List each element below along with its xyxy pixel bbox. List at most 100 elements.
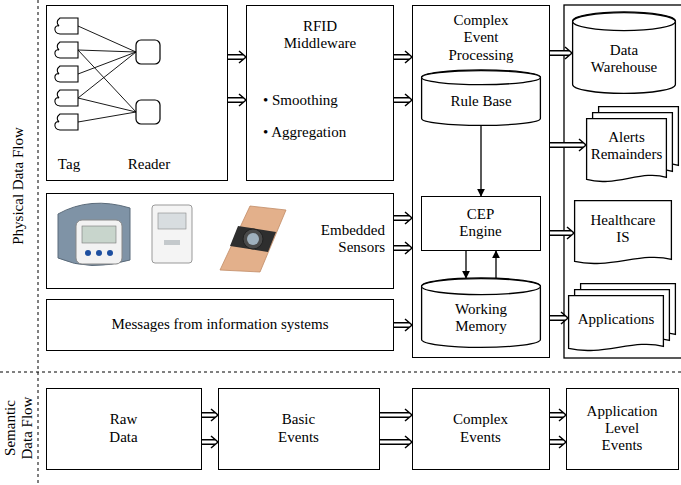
arrow-inner <box>202 414 215 417</box>
database-cylinder: Rule Base <box>421 70 541 126</box>
rfid-tags <box>55 18 78 130</box>
radio-link <box>78 112 136 122</box>
double-arrow <box>550 436 566 448</box>
cylinder-body <box>422 70 541 125</box>
event-box: Complex Events <box>412 388 550 470</box>
arrow <box>466 251 467 278</box>
watch-face <box>243 229 263 249</box>
node-label: • Smoothing <box>263 92 338 109</box>
event-box: Raw Data <box>46 388 202 470</box>
arrow-head <box>561 312 568 324</box>
arrow-inner <box>380 414 409 417</box>
double-arrow <box>202 409 218 421</box>
rfid-tag <box>55 18 78 34</box>
arrow-outline <box>550 412 563 418</box>
arrow-inner <box>228 56 243 59</box>
arrow-outline <box>550 142 583 148</box>
wrist-sensor <box>220 206 286 272</box>
text-slot: Complex Events <box>413 389 548 468</box>
arrow-head <box>579 139 586 151</box>
arrow-head <box>211 436 218 448</box>
double-arrow <box>380 409 412 421</box>
radio-link <box>78 50 136 112</box>
double-arrow <box>550 409 566 421</box>
radio-link <box>78 50 136 52</box>
tag-reader-links <box>78 26 136 122</box>
arrow-inner <box>550 414 563 417</box>
arrow-line <box>465 251 466 278</box>
arrow-inner <box>550 441 563 444</box>
double-arrow <box>394 51 412 63</box>
arrow-head <box>559 409 566 421</box>
node-label: Tag <box>58 156 80 173</box>
arrow-head <box>559 436 566 448</box>
text-slot: • Aggregation <box>263 124 389 141</box>
node-label: Data Warehouse <box>584 42 664 77</box>
node-label: CEP Engine <box>456 206 506 241</box>
watch-dial <box>247 233 259 245</box>
node-label: Application Level Events <box>585 403 660 455</box>
rfid-reader <box>136 40 160 64</box>
document-page <box>587 119 667 182</box>
text-slot: Healthcare IS <box>574 200 672 258</box>
arrow-inner <box>550 144 583 147</box>
arrow-head <box>405 94 412 106</box>
double-arrow <box>380 436 412 448</box>
node-label: Alerts Remainders <box>586 129 667 164</box>
text-slot: Working Memory <box>421 294 541 342</box>
text-slot: Messages from information systems <box>77 300 363 350</box>
radio-link <box>78 52 136 98</box>
arrow <box>481 126 482 196</box>
flow-label: Semantic Data Flow <box>2 388 37 468</box>
database-cylinder: Data Warehouse <box>572 12 676 94</box>
cep-box: Complex Event ProcessingRule BaseCEP Eng… <box>412 5 550 358</box>
arrow-outline <box>550 315 565 321</box>
arrow-inner <box>394 247 409 250</box>
cylinder-body <box>422 278 541 347</box>
sensor-device <box>152 205 192 263</box>
rfid-reader <box>136 100 160 124</box>
node-label: Rule Base <box>450 93 511 110</box>
node-label: Complex Events <box>446 411 516 446</box>
arrow-outline <box>228 54 243 60</box>
arrow-outline <box>550 50 569 56</box>
arrow-outline <box>380 412 409 418</box>
document-page <box>569 296 664 351</box>
arrow-outline <box>380 439 409 445</box>
node-label: Embedded Sensors <box>289 222 385 257</box>
cylinder-top <box>422 71 541 85</box>
divider-line <box>38 0 39 485</box>
cylinder-top <box>573 13 676 31</box>
rfid-tag <box>55 90 78 106</box>
arrow-inner <box>228 99 243 102</box>
process-box: CEP Engine <box>421 196 541 251</box>
double-arrow <box>394 242 412 254</box>
arrow-outline <box>394 97 409 103</box>
document-stack: Alerts Remainders <box>586 106 679 184</box>
node-label: Working Memory <box>446 301 516 336</box>
event-box: Basic Events <box>218 388 380 470</box>
device-body <box>152 205 192 263</box>
double-arrow <box>202 436 218 448</box>
double-arrow <box>394 94 412 106</box>
arrow-head <box>405 436 412 448</box>
text-slot: • Smoothing <box>263 92 389 109</box>
monitor-screen <box>82 226 116 243</box>
arrow-line <box>480 126 481 196</box>
radio-link <box>78 26 136 52</box>
arrow-outline <box>394 322 409 328</box>
text-slot: Data Warehouse <box>572 30 676 88</box>
arrow-inner <box>380 441 409 444</box>
document-stack: Applications <box>568 283 676 353</box>
document-page <box>575 201 672 264</box>
arrow-inner <box>394 56 409 59</box>
arrow-head <box>405 51 412 63</box>
node-label: Messages from information systems <box>86 316 354 333</box>
arrow-outline <box>202 439 215 445</box>
arrow-inner <box>550 52 569 55</box>
node-label: Raw Data <box>99 411 149 446</box>
node-label: Healthcare IS <box>583 212 663 247</box>
message-box: Messages from information systems <box>46 299 394 351</box>
double-arrow <box>550 312 568 324</box>
